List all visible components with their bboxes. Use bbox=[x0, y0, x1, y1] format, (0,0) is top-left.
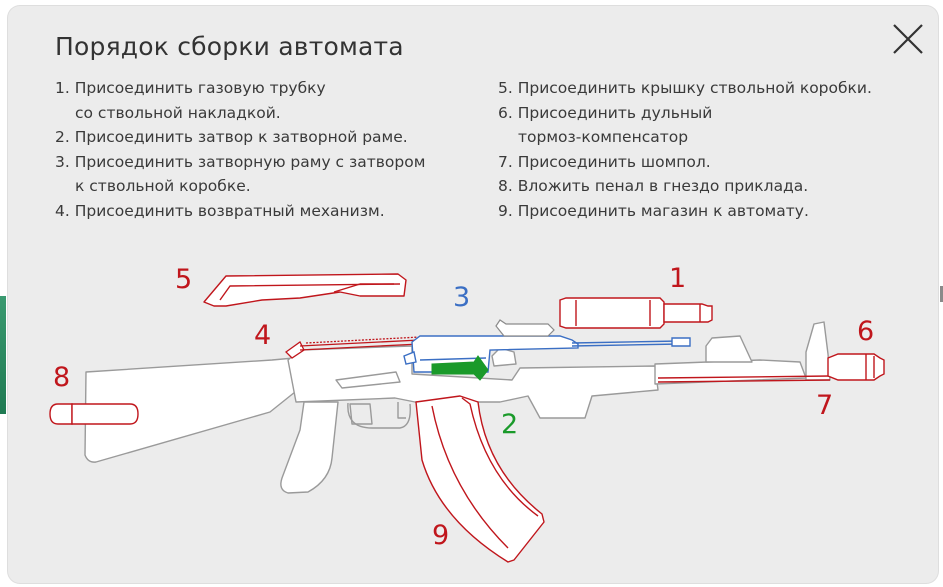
label-7: 7 bbox=[816, 390, 833, 421]
rifle-trigger-guard bbox=[347, 402, 411, 429]
background-edge-mark bbox=[940, 286, 943, 302]
rifle-gas-block bbox=[705, 335, 753, 363]
part-2-bolt bbox=[431, 355, 489, 381]
label-8: 8 bbox=[53, 362, 70, 393]
rifle-body bbox=[84, 321, 831, 494]
label-5: 5 bbox=[175, 264, 192, 295]
step-3: 3. Присоединить затворную раму с затворо… bbox=[55, 152, 426, 196]
step-8: 8. Вложить пенал в гнездо приклада. bbox=[498, 177, 809, 196]
part-6-muzzle-brake bbox=[827, 353, 885, 381]
part-4-return-mechanism bbox=[284, 336, 421, 359]
label-2: 2 bbox=[501, 409, 518, 440]
rifle-receiver bbox=[287, 345, 659, 419]
step-2: 2. Присоединить затвор к затворной раме. bbox=[55, 128, 408, 147]
rifle-sight-leaf bbox=[495, 319, 555, 337]
steps-list-right: 5. Присоединить крышку ствольной коробки… bbox=[498, 76, 918, 224]
part-1-gas-tube bbox=[559, 297, 713, 329]
step-4: 4. Присоединить возвратный механизм. bbox=[55, 201, 385, 220]
part-5-receiver-cover bbox=[203, 273, 407, 307]
step-7: 7. Присоединить шомпол. bbox=[498, 152, 711, 171]
step-9: 9. Присоединить магазин к автомату. bbox=[498, 201, 809, 220]
label-3: 3 bbox=[453, 282, 470, 313]
rifle-front-sight bbox=[805, 321, 831, 381]
label-4: 4 bbox=[254, 320, 271, 351]
part-8-cleaning-case bbox=[49, 403, 139, 425]
dialog-title: Порядок сборки автомата bbox=[55, 32, 404, 61]
label-9: 9 bbox=[432, 520, 449, 551]
part-9-magazine bbox=[415, 395, 545, 563]
close-icon[interactable] bbox=[891, 22, 925, 56]
label-6: 6 bbox=[857, 316, 874, 347]
rifle-pistol-grip bbox=[280, 401, 339, 494]
label-1: 1 bbox=[669, 263, 686, 294]
rifle-rear-sight bbox=[491, 347, 517, 367]
part-7-cleaning-rod bbox=[657, 375, 831, 383]
step-5: 5. Присоединить крышку ствольной коробки… bbox=[498, 79, 872, 97]
background-green-edge bbox=[0, 296, 6, 414]
